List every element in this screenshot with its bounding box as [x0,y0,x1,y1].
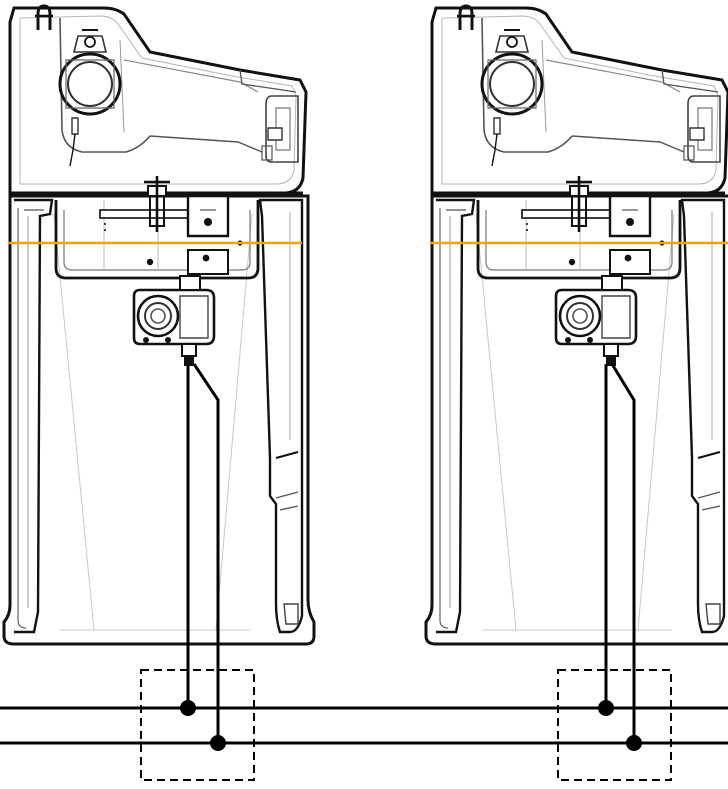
unit-2-wiring [557,363,672,781]
junction-dot [598,700,614,716]
junction-box-dashed [557,669,672,781]
junction-dot [626,735,642,751]
junction-box-dashed [140,669,255,781]
junction-dot [180,700,196,716]
water-heater-unit-1 [2,4,316,646]
water-heater-unit-2 [424,4,728,646]
junction-dot [210,735,226,751]
unit-1-wiring [140,363,255,781]
